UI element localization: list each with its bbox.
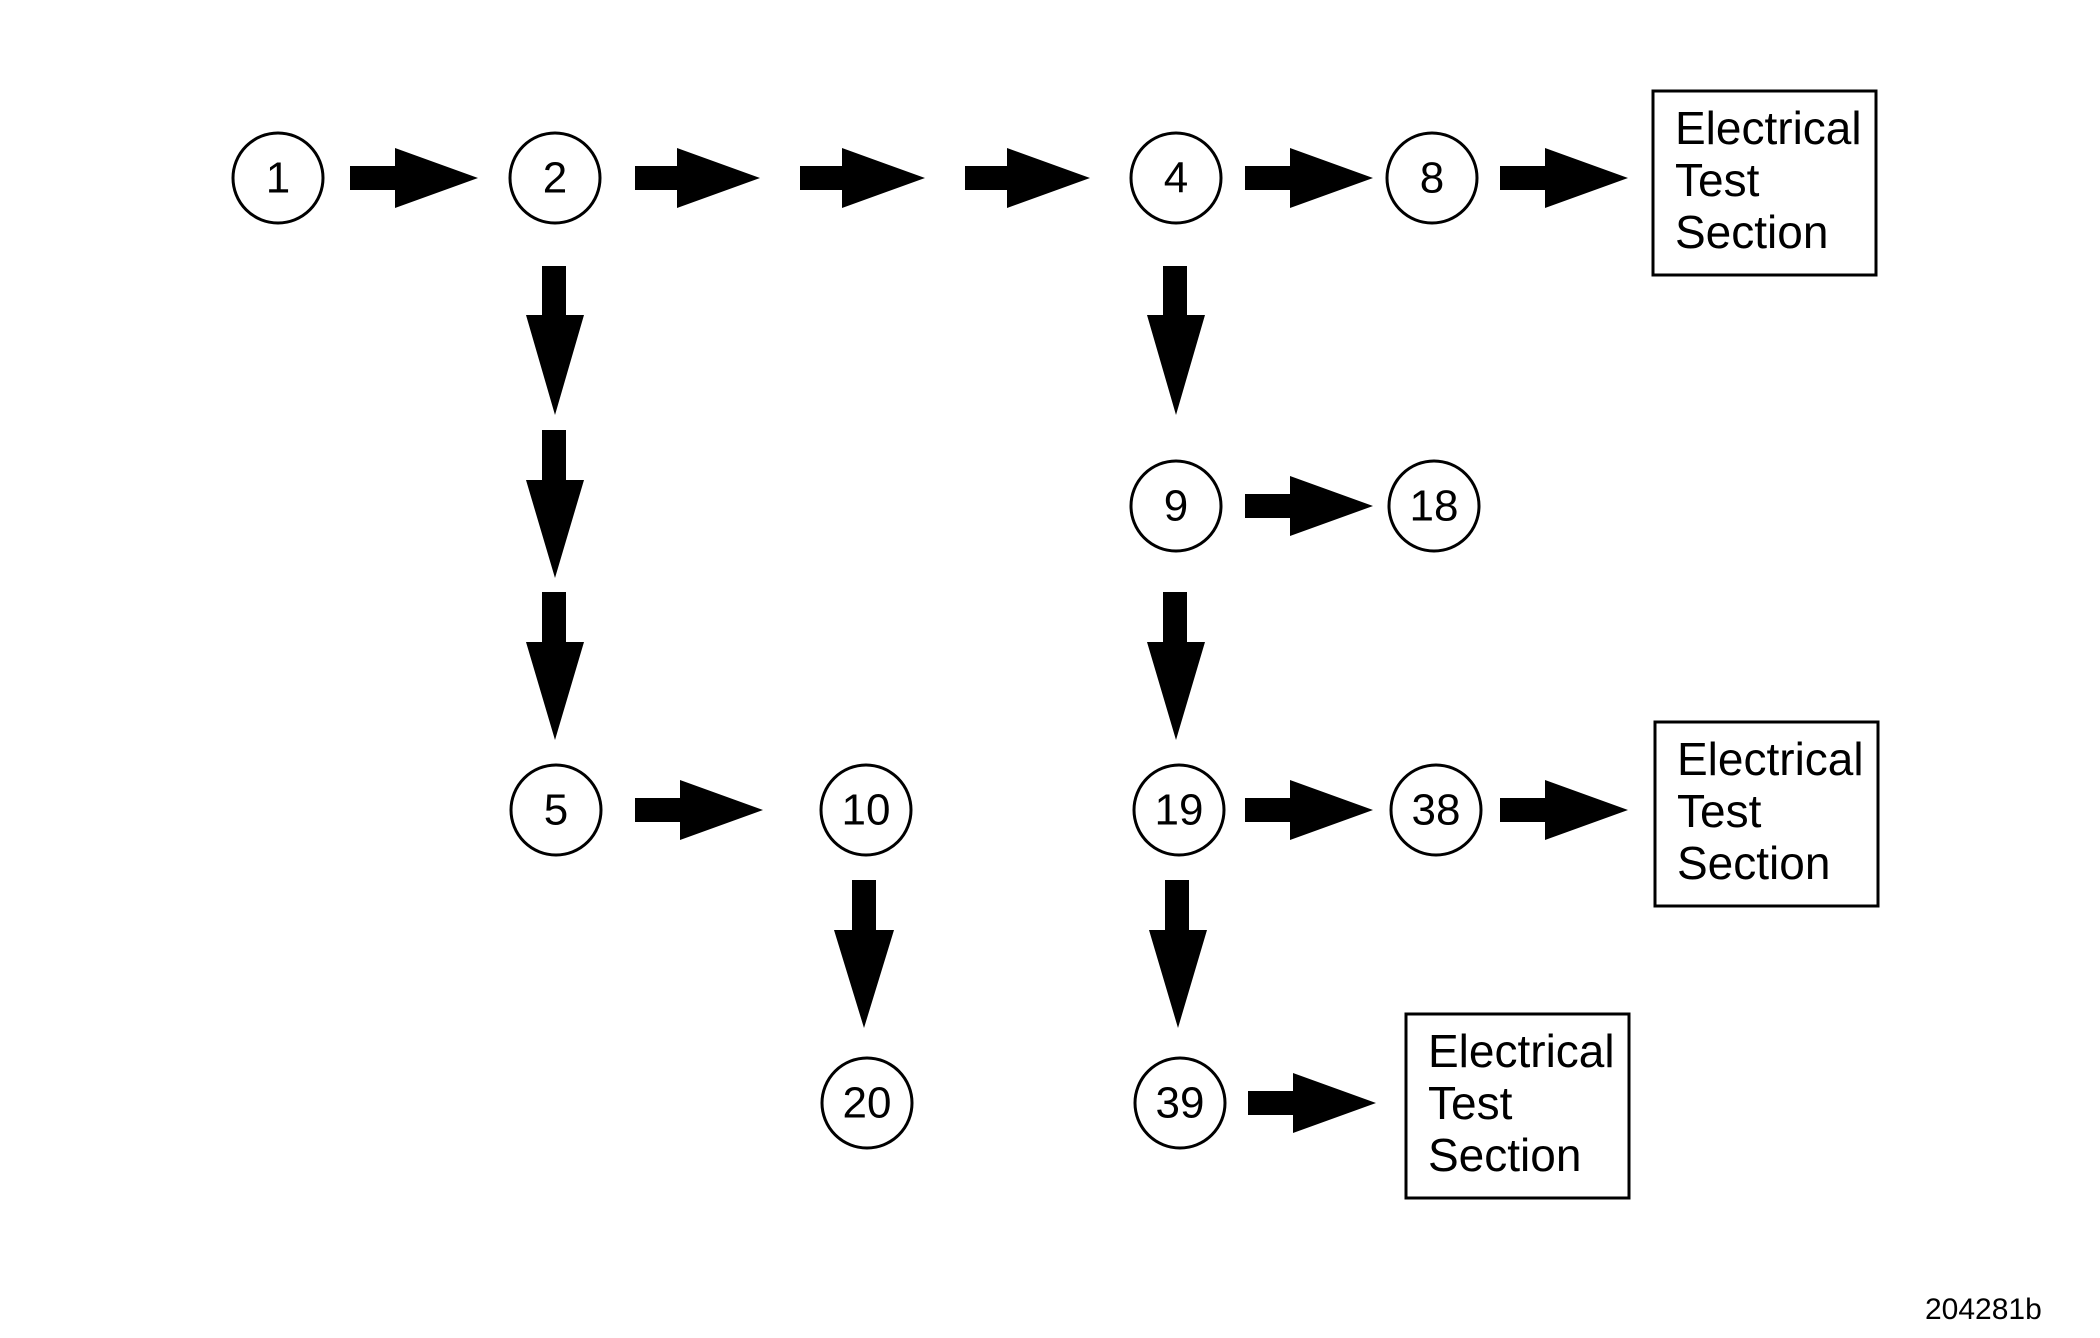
node-2: 2 [508, 131, 602, 225]
node-19-label: 19 [1155, 786, 1204, 835]
arrow-10-to-20 [834, 880, 894, 1028]
arrow-2-to-5-segment-2 [526, 430, 584, 578]
arrow-9-to-19 [1147, 592, 1205, 740]
arrow-5-to-10 [635, 780, 763, 840]
arrow-2-to-5-segment-3 [526, 592, 584, 740]
box-bottom-line-3: Section [1428, 1129, 1581, 1181]
arrow-2-to-4-segment-3 [965, 148, 1090, 208]
node-38: 38 [1389, 763, 1483, 857]
node-10: 10 [819, 763, 913, 857]
node-1: 1 [231, 131, 325, 225]
node-9-label: 9 [1164, 482, 1188, 531]
node-10-label: 10 [842, 786, 891, 835]
box-bottom-line-1: Electrical [1428, 1025, 1615, 1077]
arrow-1-to-2 [350, 148, 478, 208]
box-electrical-test-section-top: Electrical Test Section [1651, 89, 1878, 277]
arrow-19-to-38 [1245, 780, 1373, 840]
box-top-line-2: Test [1675, 154, 1760, 206]
node-38-label: 38 [1412, 786, 1461, 835]
node-18-label: 18 [1410, 482, 1459, 531]
node-4-label: 4 [1164, 154, 1188, 203]
box-electrical-test-section-middle: Electrical Test Section [1653, 720, 1880, 908]
node-18: 18 [1387, 459, 1481, 553]
arrow-2-to-4-segment-2 [800, 148, 925, 208]
node-39: 39 [1133, 1056, 1227, 1150]
node-1-label: 1 [266, 154, 290, 203]
arrow-4-to-8 [1245, 148, 1373, 208]
node-19: 19 [1132, 763, 1226, 857]
arrow-9-to-18 [1245, 476, 1373, 536]
arrow-2-to-4-segment-1 [635, 148, 760, 208]
node-20: 20 [820, 1056, 914, 1150]
box-bottom-line-2: Test [1428, 1077, 1513, 1129]
arrow-19-to-39 [1149, 880, 1207, 1028]
box-middle-line-1: Electrical [1677, 733, 1864, 785]
arrow-38-to-box-middle [1500, 780, 1628, 840]
node-20-label: 20 [843, 1079, 892, 1128]
node-4: 4 [1129, 131, 1223, 225]
arrow-8-to-box-top [1500, 148, 1628, 208]
box-top-line-1: Electrical [1675, 102, 1862, 154]
node-8: 8 [1385, 131, 1479, 225]
arrow-2-to-5-segment-1 [526, 266, 584, 415]
box-electrical-test-section-bottom: Electrical Test Section [1404, 1012, 1631, 1200]
arrow-4-to-9 [1147, 266, 1205, 415]
node-39-label: 39 [1156, 1079, 1205, 1128]
node-2-label: 2 [543, 154, 567, 203]
node-9: 9 [1129, 459, 1223, 553]
box-middle-line-3: Section [1677, 837, 1830, 889]
node-8-label: 8 [1420, 154, 1444, 203]
figure-reference-code: 204281b [1925, 1293, 2042, 1326]
box-top-line-3: Section [1675, 206, 1828, 258]
node-5-label: 5 [544, 786, 568, 835]
arrow-39-to-box-bottom [1248, 1073, 1376, 1133]
node-5: 5 [509, 763, 603, 857]
box-middle-line-2: Test [1677, 785, 1762, 837]
